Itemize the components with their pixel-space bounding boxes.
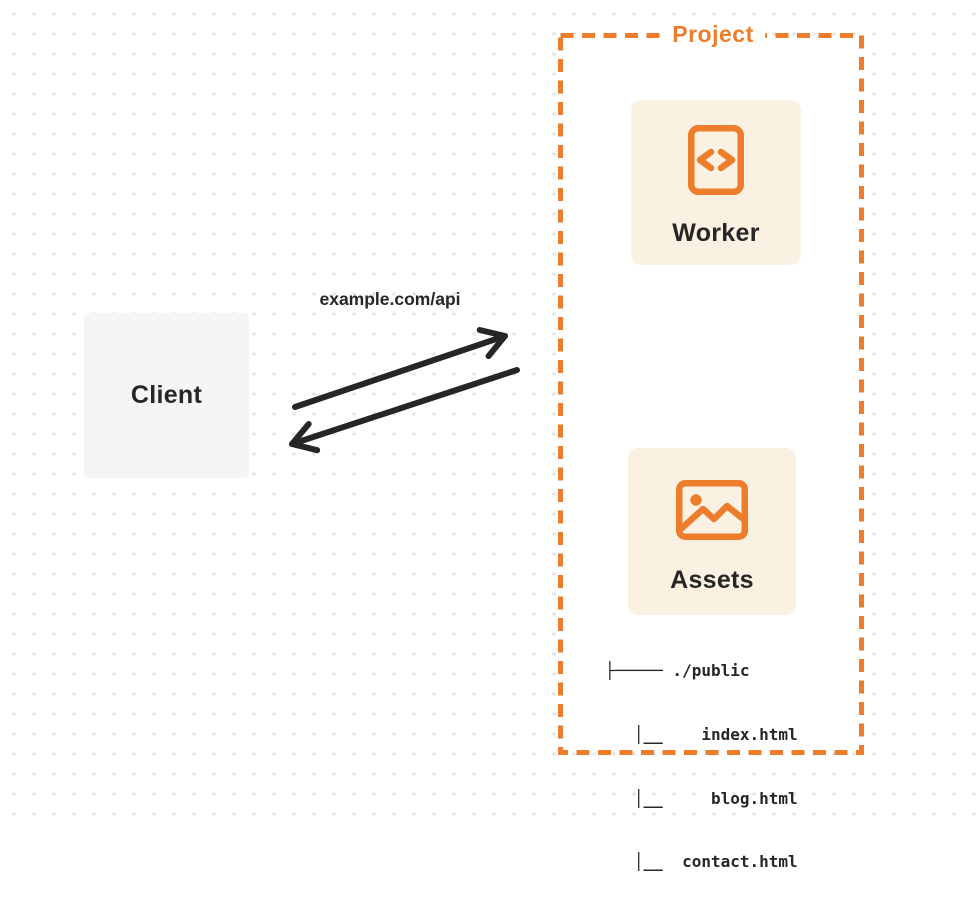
response-arrow xyxy=(289,367,520,454)
image-icon xyxy=(676,480,748,540)
file-tree-line-index: │__ index.html xyxy=(605,725,798,745)
file-tree: ├───── ./public │__ index.html │__ blog.… xyxy=(605,618,798,915)
request-url-label: example.com/api xyxy=(319,289,461,309)
diagram-canvas: Project Worker Assets ├───── ./public │_… xyxy=(0,0,980,871)
file-tree-line-root: ├───── ./public xyxy=(605,661,750,681)
worker-label: Worker xyxy=(672,219,760,247)
project-label: Project xyxy=(660,18,766,50)
request-arrowhead-icon xyxy=(476,327,508,360)
code-file-icon xyxy=(688,125,744,195)
client-label: Client xyxy=(130,381,203,409)
file-tree-line-blog: │__ blog.html xyxy=(605,788,798,808)
assets-label: Assets xyxy=(670,566,754,594)
client-card: Client xyxy=(84,313,249,478)
request-arrow xyxy=(292,327,508,410)
assets-card: Assets xyxy=(628,448,796,615)
response-arrowhead-icon xyxy=(289,421,321,454)
worker-card: Worker xyxy=(631,100,801,265)
file-tree-line-contact: │__ contact.html xyxy=(605,852,798,872)
